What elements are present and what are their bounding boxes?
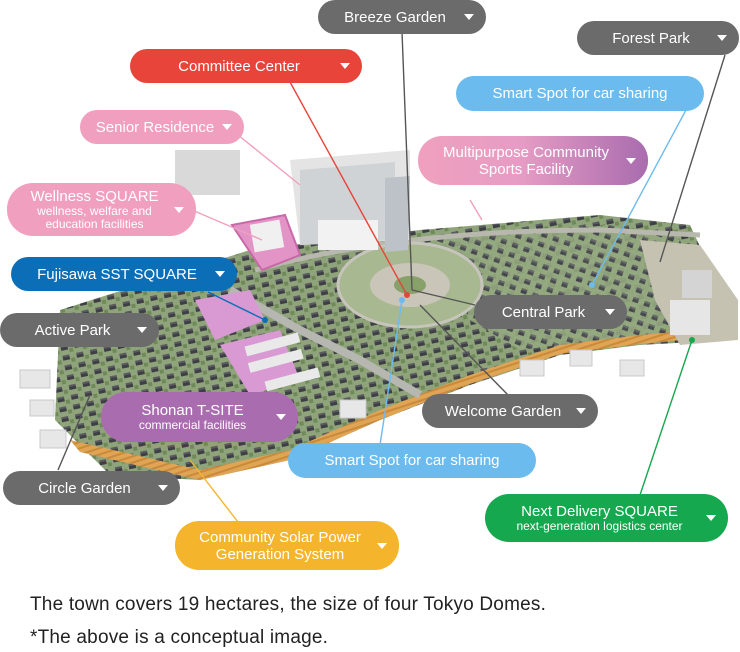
leader-committee-center [289, 81, 408, 296]
leader-forest-park [659, 54, 726, 263]
leader-central-park [411, 289, 476, 306]
smart-spot-bottom-label[interactable]: Smart Spot for car sharing [288, 443, 536, 478]
solar-line1: Community Solar Power [199, 528, 361, 546]
active-park-text: Active Park [34, 321, 111, 339]
shonan-title: Shonan T-SITE [141, 402, 244, 419]
wellness-square-label[interactable]: Wellness SQUARE wellness, welfare and ed… [7, 183, 196, 236]
solar-line2: Generation System [215, 545, 345, 563]
forest-park-area [640, 240, 738, 345]
surrounding-buildings [19, 349, 645, 449]
leader-dots [262, 282, 695, 343]
committee-center-text: Committee Center [178, 57, 300, 75]
welcome-garden-text: Welcome Garden [444, 402, 562, 420]
wellness-sub2: education facilities [45, 217, 144, 231]
multipurpose-line2: Sports Facility [478, 160, 574, 178]
leader-solar [189, 459, 239, 523]
leader-next-delivery [639, 339, 693, 496]
wellness-block [230, 213, 302, 272]
wellness-title: Wellness SQUARE [30, 188, 159, 205]
committee-center-label[interactable]: Committee Center [130, 49, 362, 83]
caption-area: The town covers 19 hectares, the size of… [30, 594, 547, 615]
forest-park-label[interactable]: Forest Park [577, 21, 739, 55]
smart-spot-top-text: Smart Spot for car sharing [492, 85, 668, 102]
leader-lines [57, 31, 726, 523]
chevron-down-icon [576, 408, 586, 414]
leader-wellness [191, 209, 263, 241]
leader-welcome-garden [419, 304, 509, 396]
chevron-down-icon [605, 309, 615, 315]
leader-circle-garden [57, 394, 91, 471]
chevron-down-icon [464, 14, 474, 20]
smart-spot-bottom-text: Smart Spot for car sharing [324, 452, 500, 469]
leader-breeze-garden [401, 31, 413, 291]
welcome-garden-label[interactable]: Welcome Garden [422, 394, 598, 428]
forest-park-text: Forest Park [612, 29, 690, 47]
breeze-garden-label[interactable]: Breeze Garden [318, 0, 486, 34]
chevron-down-icon [626, 157, 636, 164]
multipurpose-line1: Multipurpose Community [443, 143, 609, 161]
senior-residence-label[interactable]: Senior Residence [80, 110, 244, 144]
chevron-down-icon [137, 327, 147, 333]
next-delivery-square-label[interactable]: Next Delivery SQUARE next-generation log… [485, 494, 728, 542]
chevron-down-icon [717, 35, 727, 41]
chevron-down-icon [222, 124, 232, 130]
leader-senior-residence [237, 134, 301, 186]
smart-spot-top-label[interactable]: Smart Spot for car sharing [456, 76, 704, 111]
chevron-down-icon [174, 206, 184, 213]
chevron-down-icon [276, 414, 286, 420]
boulevard [254, 227, 701, 273]
caption-disclaimer: *The above is a conceptual image. [30, 627, 329, 648]
next-delivery-title: Next Delivery SQUARE [521, 503, 678, 520]
chevron-down-icon [377, 542, 387, 549]
chevron-down-icon [706, 515, 716, 521]
fujisawa-sst-square-text: Fujisawa SST SQUARE [37, 265, 197, 283]
leader-multipurpose [469, 199, 483, 221]
central-plaza [336, 241, 484, 329]
leader-fujisawa [207, 291, 266, 321]
senior-residence-text: Senior Residence [95, 118, 215, 136]
central-park-text: Central Park [501, 303, 586, 321]
multipurpose-facility-label[interactable]: Multipurpose Community Sports Facility [418, 136, 648, 185]
shonan-sub: commercial facilities [138, 418, 247, 432]
chevron-down-icon [158, 485, 168, 491]
chevron-down-icon [340, 63, 350, 69]
wellness-sub1: wellness, welfare and [37, 204, 152, 218]
breeze-garden-text: Breeze Garden [344, 8, 446, 26]
circle-garden-text: Circle Garden [38, 479, 131, 497]
central-park-label[interactable]: Central Park [474, 295, 627, 329]
next-delivery-sub: next-generation logistics center [516, 519, 683, 533]
shonan-t-site-label[interactable]: Shonan T-SITE commercial facilities [101, 392, 298, 442]
fujisawa-sst-square-label[interactable]: Fujisawa SST SQUARE [11, 257, 237, 291]
leader-smart-spot-top [591, 109, 687, 286]
shonan-t-site-block [195, 290, 321, 395]
chevron-down-icon [215, 271, 225, 277]
active-park-label[interactable]: Active Park [0, 313, 159, 347]
leader-smart-spot-bottom [379, 299, 403, 446]
circle-garden-label[interactable]: Circle Garden [3, 471, 180, 505]
solar-power-label[interactable]: Community Solar Power Generation System [175, 521, 399, 570]
